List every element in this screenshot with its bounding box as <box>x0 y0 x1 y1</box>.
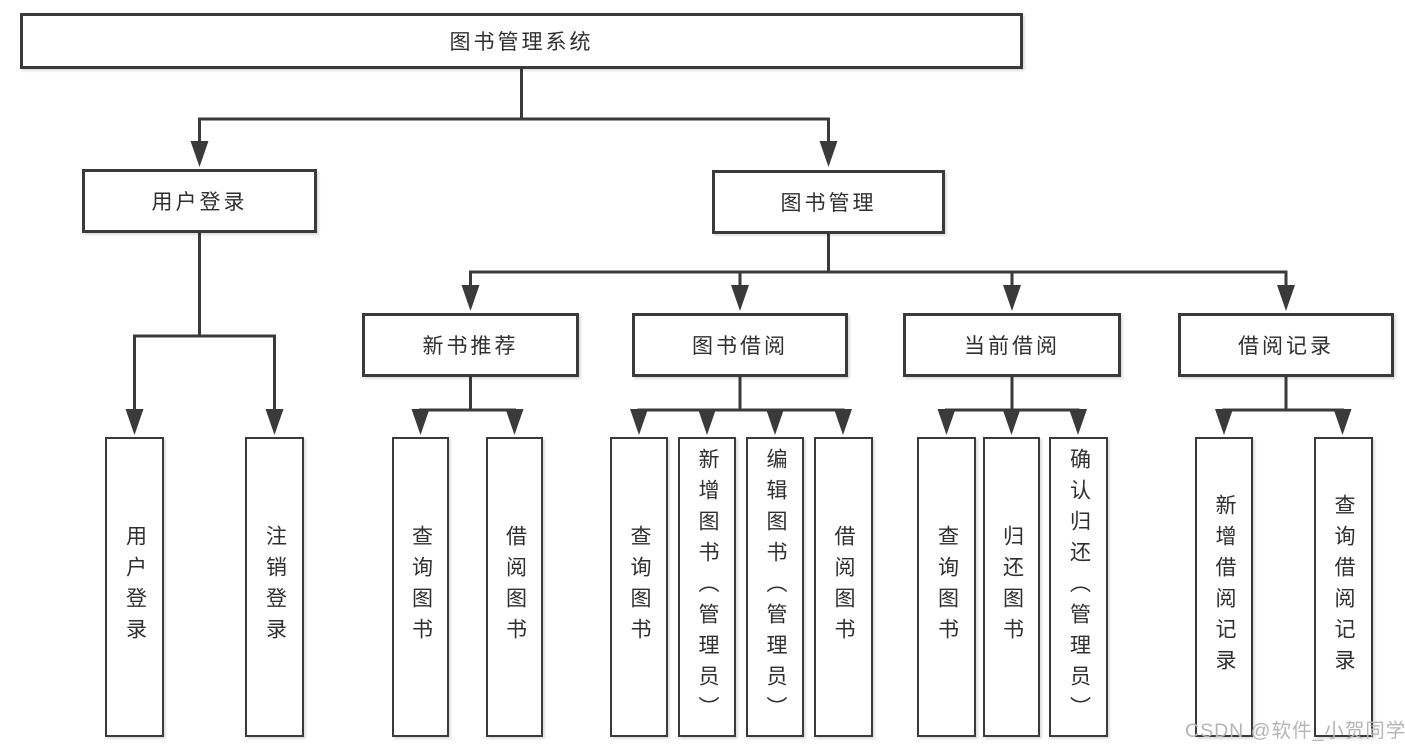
node-book-management: 图书管理 <box>712 170 945 234</box>
leaf-borrowing-borrow-books: 借阅图书 <box>813 437 873 737</box>
leaf-user-login: 用户登录 <box>105 437 164 737</box>
leaf-current-return-books: 归还图书 <box>983 437 1040 737</box>
node-new-book-recommend: 新书推荐 <box>362 313 579 377</box>
node-book-borrowing: 图书借阅 <box>632 313 848 377</box>
node-root: 图书管理系统 <box>20 13 1023 69</box>
leaf-borrowing-query-books: 查询图书 <box>610 437 668 737</box>
node-borrow-records: 借阅记录 <box>1178 313 1394 377</box>
watermark-text: CSDN @软件_小贺同学 <box>1185 720 1405 742</box>
leaf-newbook-query-books: 查询图书 <box>392 437 449 737</box>
leaf-borrowing-edit-books-admin: 编辑图书（管理员） <box>746 437 804 737</box>
leaf-current-confirm-return-admin: 确认归还（管理员） <box>1049 437 1108 737</box>
node-user-login-branch: 用户登录 <box>82 169 317 233</box>
leaf-logout: 注销登录 <box>245 437 304 737</box>
arrowheads <box>125 141 1352 435</box>
leaf-borrowing-add-books-admin: 新增图书（管理员） <box>678 437 736 737</box>
node-current-borrowing: 当前借阅 <box>903 313 1121 377</box>
leaf-records-query-record: 查询借阅记录 <box>1313 437 1373 737</box>
leaf-current-query-books: 查询图书 <box>917 437 976 737</box>
leaf-records-add-record: 新增借阅记录 <box>1195 437 1253 737</box>
leaf-newbook-borrow-books: 借阅图书 <box>486 437 543 737</box>
